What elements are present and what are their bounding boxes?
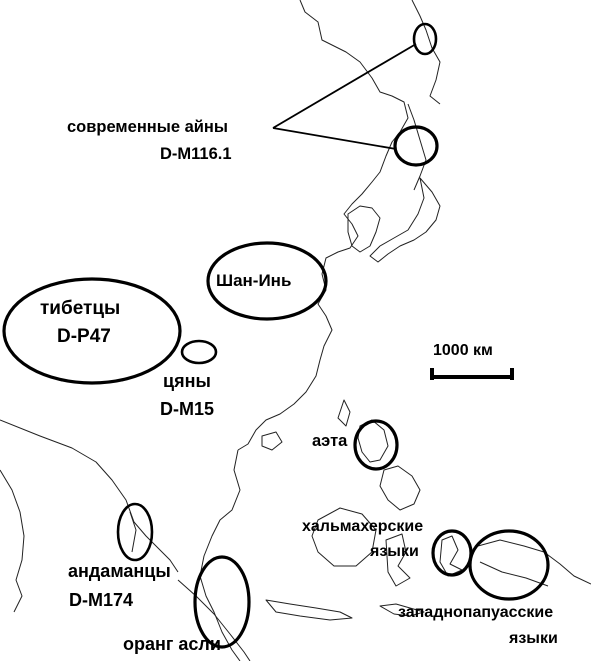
halmahera-ellipse — [431, 529, 473, 577]
coast-sakhalin — [407, 103, 427, 191]
aeta-ellipse — [353, 419, 399, 471]
coast-mainland-north — [237, 0, 409, 451]
coast-lesser-sunda — [379, 603, 425, 617]
halmahera-label-line2: языки — [370, 543, 419, 560]
coast-indochina — [199, 449, 241, 661]
qiang-ellipse — [180, 339, 218, 365]
ainu-leader-north — [272, 43, 417, 129]
coast-borneo — [311, 507, 377, 567]
andaman-name-label: андаманцы — [68, 561, 171, 581]
papuan-label-line1: западнопапуасские — [398, 604, 554, 621]
coast-new-guinea — [477, 539, 591, 587]
ainu-haplogroup-label: D-M116.1 — [160, 145, 232, 163]
scale-bar — [430, 368, 514, 380]
coast-kamchatka — [411, 0, 441, 105]
tibet-ellipse — [2, 277, 182, 385]
tibet-name-label: тибетцы — [40, 298, 121, 319]
qiang-haplogroup-label: D-M15 — [160, 399, 215, 419]
qiang-name-label: цяны — [163, 371, 211, 391]
coast-philippines-south — [379, 465, 421, 511]
coast-india — [0, 469, 25, 613]
ainu-name-label: современные айны — [67, 118, 228, 136]
coast-philippines-luzon — [357, 419, 389, 463]
papuan-label-line2: языки — [509, 630, 558, 647]
andaman-haplogroup-label: D-M174 — [69, 590, 134, 610]
papuan-ellipse — [468, 529, 550, 601]
orang-asli-label: оранг асли — [123, 634, 221, 654]
aeta-label: аэта — [312, 432, 348, 450]
ainu-ellipse-south — [393, 125, 439, 167]
coast-sumatra — [177, 579, 251, 661]
shang-ellipse — [206, 241, 328, 321]
coast-bay-of-bengal — [0, 419, 179, 573]
ainu-ellipse-north — [412, 22, 438, 56]
coast-sulawesi — [385, 533, 411, 587]
coast-java — [265, 599, 353, 621]
coast-korea — [347, 205, 381, 253]
tibet-haplogroup-label: D-P47 — [57, 326, 111, 347]
shang-label: Шан-Инь — [216, 271, 292, 290]
coast-andaman — [129, 511, 137, 553]
scale-label: 1000 км — [433, 342, 493, 359]
andaman-ellipse — [116, 502, 154, 562]
ainu-leader-south — [272, 127, 397, 150]
coast-taiwan — [337, 399, 351, 427]
orang-asli-ellipse — [193, 555, 251, 649]
halmahera-label-line1: хальмахерские — [302, 518, 424, 535]
coast-halmahera — [439, 535, 463, 577]
coast-japan — [369, 177, 441, 263]
coast-hainan — [261, 431, 283, 451]
